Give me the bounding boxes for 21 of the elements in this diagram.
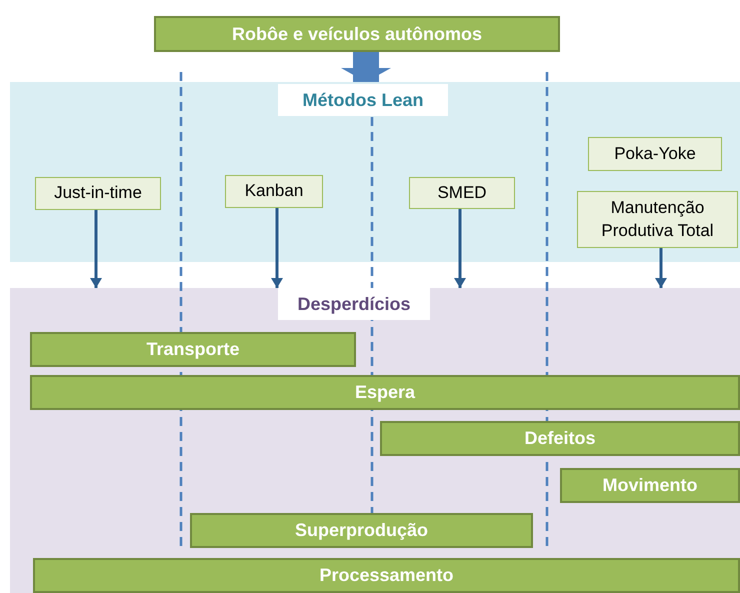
band-title: Desperdícios bbox=[278, 288, 430, 320]
band-panel bbox=[10, 288, 740, 593]
method-box: Poka-Yoke bbox=[588, 137, 722, 171]
waste-bar: Transporte bbox=[30, 332, 356, 367]
arrow bbox=[90, 210, 102, 288]
waste-bar: Defeitos bbox=[380, 421, 740, 456]
waste-bar: Movimento bbox=[560, 468, 740, 503]
arrow bbox=[655, 248, 667, 288]
arrow bbox=[341, 52, 391, 82]
waste-bar: Processamento bbox=[33, 558, 740, 593]
arrow bbox=[271, 208, 283, 288]
waste-bar: Espera bbox=[30, 375, 740, 410]
waste-bar: Superprodução bbox=[190, 513, 533, 548]
band-panel bbox=[10, 82, 740, 262]
arrow bbox=[454, 209, 466, 288]
method-box: Just-in-time bbox=[35, 177, 161, 210]
method-box: Manutenção Produtiva Total bbox=[577, 191, 738, 248]
band-title: Métodos Lean bbox=[278, 84, 448, 116]
method-box: Kanban bbox=[225, 175, 323, 208]
waste-bar: Robôe e veículos autônomos bbox=[154, 16, 560, 52]
method-box: SMED bbox=[409, 177, 515, 209]
